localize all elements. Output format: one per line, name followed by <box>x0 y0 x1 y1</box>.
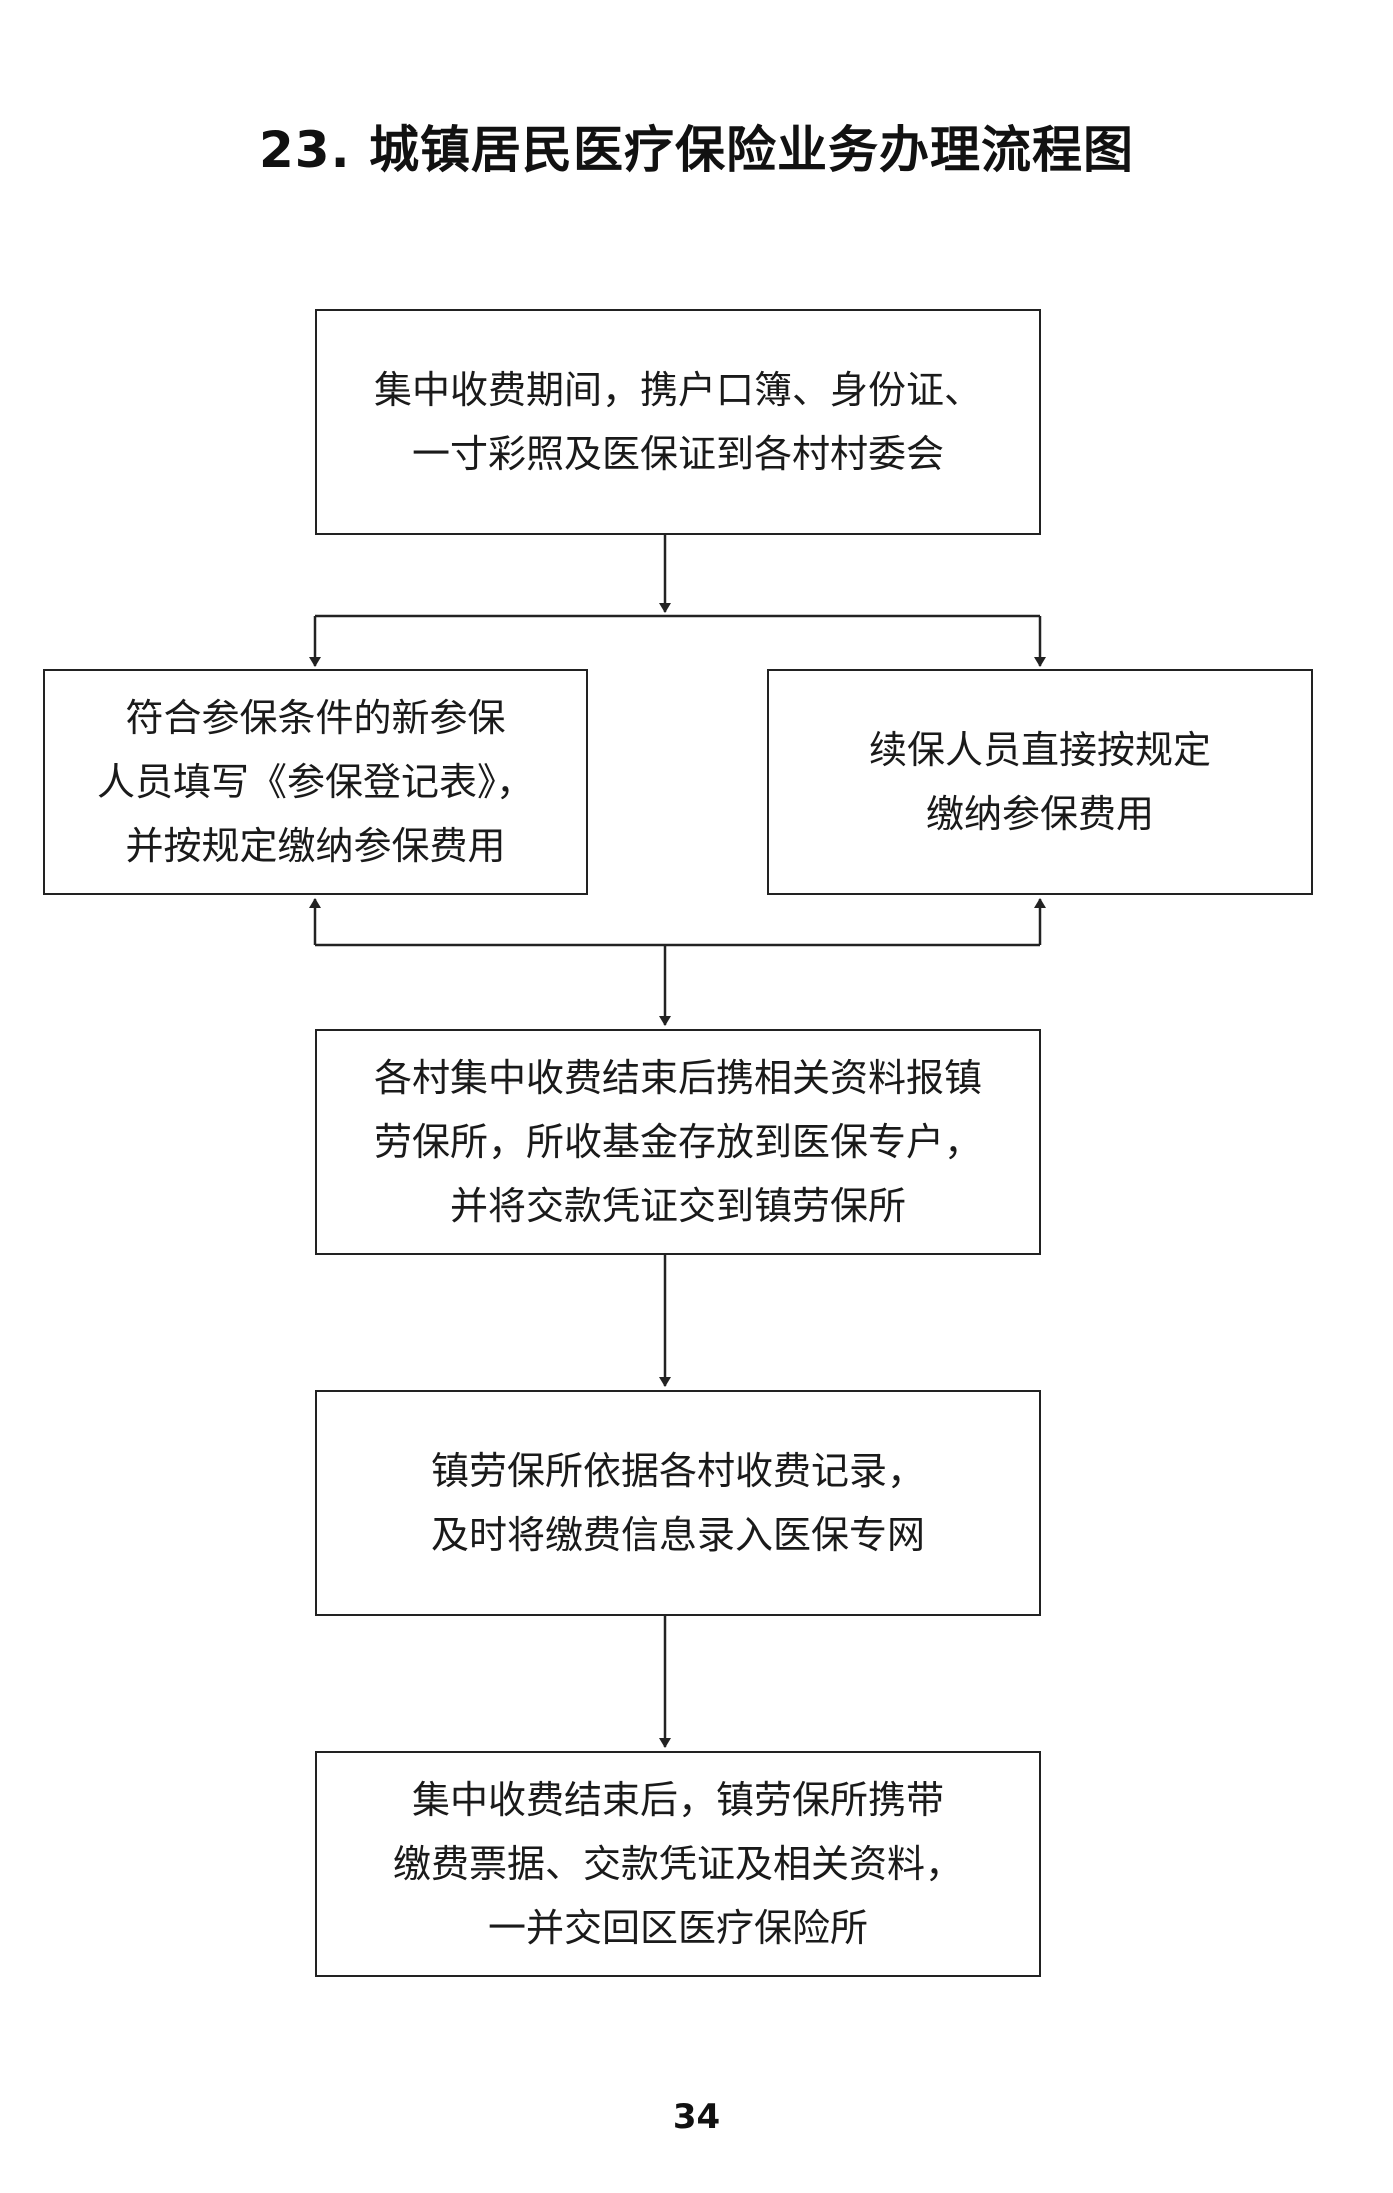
node-renewal-text: 续保人员直接按规定 缴纳参保费用 <box>868 728 1211 836</box>
node-new-enrollee-text: 符合参保条件的新参保 人员填写《参保登记表》， 并按规定缴纳参保费用 <box>96 696 534 868</box>
node-final-submit: 集中收费结束后，镇劳保所携带 缴费票据、交款凭证及相关资料， 一并交回区医疗保险… <box>315 1751 1041 1977</box>
node-record-entry: 镇劳保所依据各村收费记录， 及时将缴费信息录入医保专网 <box>315 1390 1041 1616</box>
node-new-enrollee: 符合参保条件的新参保 人员填写《参保登记表》， 并按规定缴纳参保费用 <box>43 669 588 895</box>
node-renewal: 续保人员直接按规定 缴纳参保费用 <box>767 669 1313 895</box>
node-final-submit-text: 集中收费结束后，镇劳保所携带 缴费票据、交款凭证及相关资料， 一并交回区医疗保险… <box>392 1778 963 1950</box>
page-number: 34 <box>672 2097 721 2137</box>
page-title: 23. 城镇居民医疗保险业务办理流程图 <box>259 121 1134 179</box>
node-village-collect: 各村集中收费结束后携相关资料报镇 劳保所，所收基金存放到医保专户， 并将交款凭证… <box>315 1029 1041 1255</box>
node-record-entry-text: 镇劳保所依据各村收费记录， 及时将缴费信息录入医保专网 <box>430 1449 925 1557</box>
node-village-collect-text: 各村集中收费结束后携相关资料报镇 劳保所，所收基金存放到医保专户， 并将交款凭证… <box>373 1056 982 1228</box>
node-start: 集中收费期间，携户口簿、身份证、 一寸彩照及医保证到各村村委会 <box>315 309 1041 535</box>
node-start-text: 集中收费期间，携户口簿、身份证、 一寸彩照及医保证到各村村委会 <box>373 368 982 476</box>
